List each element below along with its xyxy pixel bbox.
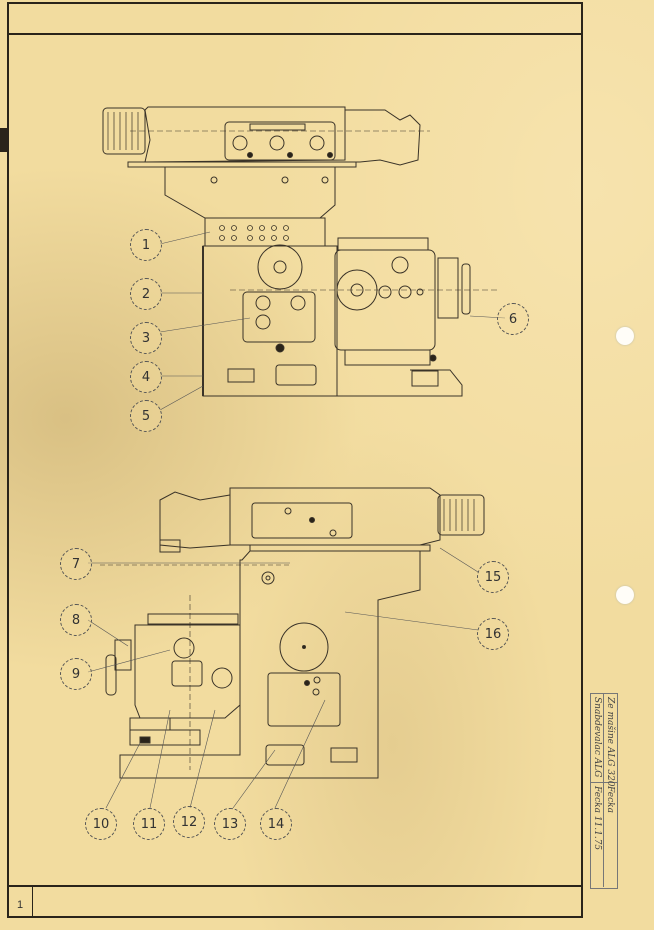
callout-11: 11 (133, 808, 165, 840)
title-block-divider (603, 693, 604, 887)
callout-4: 4 (130, 361, 162, 393)
callout-1: 1 (130, 229, 162, 261)
punch-hole-top (616, 327, 634, 345)
title-block (590, 693, 618, 889)
frame-left (7, 2, 9, 918)
callout-8: 8 (60, 604, 92, 636)
callout-3: 3 (130, 322, 162, 354)
callout-13: 13 (214, 808, 246, 840)
title-line1-a: Ze mašine ALG 320 (605, 697, 615, 787)
title-block-hdivider (590, 782, 617, 783)
callout-5: 5 (130, 400, 162, 432)
leader-lines-lower (87, 547, 479, 809)
frame-top-outer (8, 2, 582, 4)
leader-lines-upper (159, 231, 506, 411)
callout-12: 12 (173, 806, 205, 838)
frame-bottom-inner (8, 885, 582, 887)
callout-15: 15 (477, 561, 509, 593)
callout-14: 14 (260, 808, 292, 840)
punch-hole-bottom (616, 586, 634, 604)
callout-16: 16 (477, 618, 509, 650)
callout-10: 10 (85, 808, 117, 840)
callout-7: 7 (60, 548, 92, 580)
callout-2: 2 (130, 278, 162, 310)
lower-view (100, 487, 485, 779)
binding-mark (0, 128, 8, 152)
callout-9: 9 (60, 658, 92, 690)
frame-bottom-outer (8, 916, 582, 918)
frame-right (581, 2, 583, 918)
title-line2-b: Fecka 11.1.75 (592, 786, 602, 851)
callout-6: 6 (497, 303, 529, 335)
sheet-number: 1 (16, 899, 24, 911)
upper-view (102, 106, 500, 397)
frame-top-inner (8, 33, 582, 35)
title-line2-a: Snabdevalac ALG (592, 697, 602, 778)
sheet-number-divider (32, 885, 33, 917)
title-line1-b: Fecka (605, 786, 615, 813)
